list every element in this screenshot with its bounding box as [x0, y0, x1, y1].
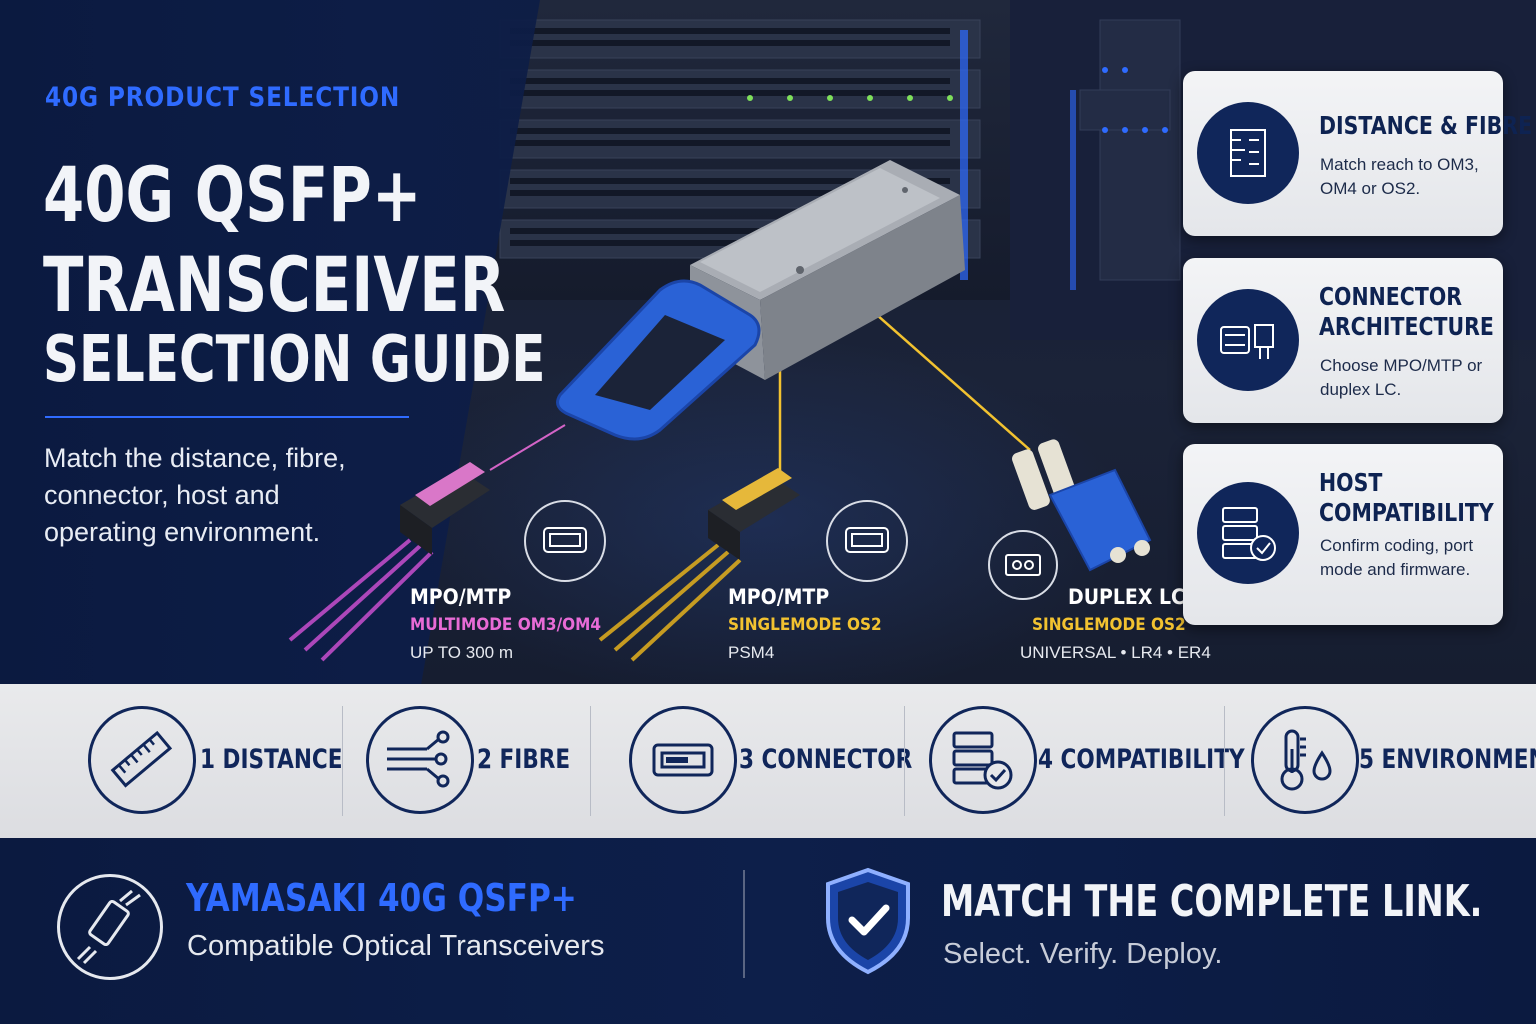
step-divider: [590, 706, 591, 816]
connector-name: MPO/MTP: [728, 585, 830, 609]
brand-subtitle: Compatible Optical Transceivers: [187, 930, 605, 962]
step-label: 1 DISTANCE: [200, 744, 343, 775]
card-description: Match reach to OM3, OM4 or OS2.: [1320, 155, 1479, 198]
brand-name: YAMASAKI 40G QSFP+: [186, 876, 577, 920]
connector-icon: [1197, 289, 1299, 391]
shield-check-icon: [822, 866, 914, 976]
mpo-multimode-connector: [400, 462, 490, 555]
fibre-icon: [366, 706, 474, 814]
mpo-connector-icon: [826, 500, 908, 582]
card-description: Confirm coding, port mode and firmware.: [1320, 536, 1474, 579]
connector-icon: [629, 706, 737, 814]
connector-name: MPO/MTP: [410, 585, 512, 609]
selection-steps-band: 1 DISTANCE 2 FIBRE 3 CONNECTOR 4 COMPATI…: [0, 684, 1536, 838]
lc-connector-icon: [988, 530, 1058, 600]
step-connector: 3 CONNECTOR: [591, 684, 912, 838]
card-title-line2: COMPATIBILITY: [1319, 498, 1494, 527]
footer-divider: [743, 870, 745, 978]
tagline-subtitle: Select. Verify. Deploy.: [943, 938, 1223, 970]
card-distance-fibre: DISTANCE & FIBRE Match reach to OM3, OM4…: [1183, 71, 1532, 236]
step-label: 5 ENVIRONMENT: [1359, 744, 1536, 775]
fiber-lines: [288, 299, 1031, 662]
server-check-icon: [929, 706, 1037, 814]
step-label: 4 COMPATIBILITY: [1038, 744, 1245, 775]
card-connector-architecture: CONNECTOR ARCHITECTURE Choose MPO/MTP or…: [1183, 258, 1503, 423]
card-title: DISTANCE & FIBRE: [1319, 111, 1533, 140]
card-description: Choose MPO/MTP or duplex LC.: [1320, 356, 1483, 399]
step-compatibility: 4 COMPATIBILITY: [905, 684, 1245, 838]
page-subtitle: Match the distance, fibre, connector, ho…: [44, 443, 346, 547]
connector-fiber-type: MULTIMODE OM3/OM4: [410, 615, 602, 635]
thermometer-drop-icon: [1251, 706, 1359, 814]
title-divider: [45, 416, 409, 418]
connector-reach: UNIVERSAL • LR4 • ER4: [1020, 643, 1211, 662]
tagline: MATCH THE COMPLETE LINK.: [941, 876, 1483, 927]
mpo-connector-icon: [524, 500, 606, 582]
step-distance: 1 DISTANCE: [0, 684, 343, 838]
step-divider: [342, 706, 343, 816]
step-environment: 5 ENVIRONMENT: [1225, 684, 1536, 838]
card-title-line1: HOST: [1319, 468, 1383, 497]
connector-label-mpo-multimode: MPO/MTP MULTIMODE OM3/OM4 UP TO 300 m: [410, 585, 622, 663]
card-title-line2: ARCHITECTURE: [1319, 312, 1494, 341]
ruler-icon: [1197, 102, 1299, 204]
section-kicker: 40G PRODUCT SELECTION: [45, 82, 401, 113]
page-title-line3: SELECTION GUIDE: [43, 323, 546, 397]
connector-reach: UP TO 300 m: [410, 643, 513, 662]
mpo-singlemode-connector: [708, 468, 800, 560]
page-title-line2: TRANSCEIVER: [43, 240, 506, 329]
card-host-compatibility: HOST COMPATIBILITY Confirm coding, port …: [1183, 444, 1503, 625]
transceiver-logo-icon: [57, 874, 163, 980]
step-fibre: 2 FIBRE: [343, 684, 589, 838]
qsfp-transceiver-illustration: [288, 160, 1152, 662]
step-label: 3 CONNECTOR: [739, 744, 913, 775]
connector-reach: PSM4: [728, 643, 775, 662]
connector-fiber-type: SINGLEMODE OS2: [728, 615, 882, 635]
step-divider: [904, 706, 905, 816]
step-divider: [1224, 706, 1225, 816]
card-title-line1: CONNECTOR: [1319, 282, 1463, 311]
connector-fiber-type: SINGLEMODE OS2: [1032, 615, 1186, 635]
server-check-icon: [1197, 482, 1299, 584]
step-label: 2 FIBRE: [477, 744, 571, 775]
hero-section: 40G PRODUCT SELECTION 40G QSFP+ TRANSCEI…: [0, 0, 1536, 684]
duplex-lc-connector: [1012, 439, 1152, 572]
connector-label-mpo-singlemode: MPO/MTP SINGLEMODE OS2 PSM4: [728, 585, 899, 663]
connector-label-duplex-lc: DUPLEX LC SINGLEMODE OS2 UNIVERSAL • LR4…: [1020, 585, 1211, 663]
footer-band: YAMASAKI 40G QSFP+ Compatible Optical Tr…: [0, 838, 1536, 1024]
connector-name: DUPLEX LC: [1068, 585, 1185, 609]
page-title-line1: 40G QSFP+: [43, 150, 422, 239]
ruler-icon: [88, 706, 196, 814]
